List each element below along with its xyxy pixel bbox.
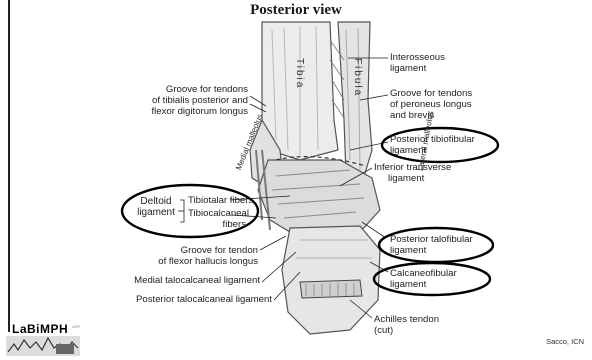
label-posterior-tibiofibular: Posterior tibiofibular ligament [390, 134, 475, 156]
talus-region [258, 160, 380, 238]
image-credit: Sacco, ICN [546, 337, 584, 346]
achilles-tendon-cut [300, 280, 362, 298]
label-tibiocalcaneal-fibers: Tibiocalcaneal fibers [188, 208, 246, 230]
labimph-logo: LaBiMPH USP [6, 322, 80, 356]
tibia-label: Tibia [294, 58, 305, 89]
label-inferior-transverse: Inferior transverse ligament [374, 162, 451, 184]
label-posterior-talofibular: Posterior talofibular ligament [390, 234, 473, 256]
label-groove-peroneus: Groove for tendons of peroneus longus an… [390, 88, 472, 121]
label-calcaneofibular: Calcaneofibular ligament [390, 268, 457, 290]
label-medial-talocalcaneal: Medial talocalcaneal ligament [104, 275, 260, 286]
logo-graphic [6, 322, 80, 356]
label-achilles-tendon: Achilles tendon (cut) [374, 314, 439, 336]
label-groove-flexor-hallucis: Groove for tendon of flexor hallucis lon… [140, 245, 258, 267]
label-tibiotalar-fibers: Tibiotalar fibers [188, 195, 253, 206]
calcaneus-bone [282, 226, 380, 334]
label-deltoid-ligament: Deltoid ligament [134, 196, 178, 218]
label-posterior-talocalcaneal: Posterior talocalcaneal ligament [100, 294, 272, 305]
label-interosseous-ligament: Interosseous ligament [390, 52, 445, 74]
fibula-label: Fibula [352, 58, 363, 97]
label-groove-tibialis: Groove for tendons of tibialis posterior… [130, 84, 248, 117]
